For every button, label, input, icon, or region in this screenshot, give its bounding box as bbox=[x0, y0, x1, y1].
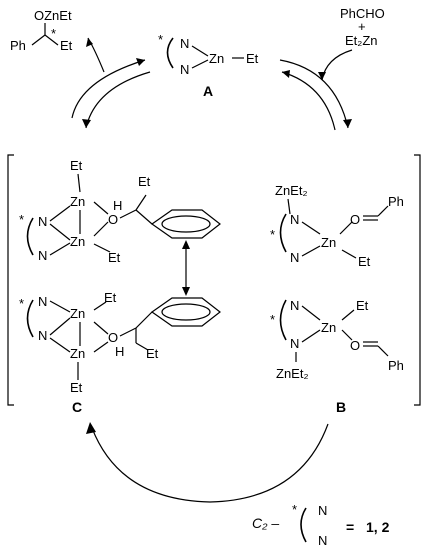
b-lower-star: * bbox=[270, 312, 275, 327]
complex-b-label: B bbox=[336, 399, 346, 415]
c-lower-phenyl-ring bbox=[150, 297, 221, 327]
reagent-diethylzinc: Et₂Zn bbox=[345, 33, 378, 48]
b-lower-n-bottom: N bbox=[290, 336, 299, 351]
cycle-arrow-bottom bbox=[86, 422, 329, 503]
c-upper-et-chain: Et bbox=[138, 174, 151, 189]
complex-a-n-top: N bbox=[180, 36, 189, 51]
complex-c-label: C bbox=[72, 399, 82, 415]
complex-c-upper: Et Zn Zn * N N O Et H Et bbox=[19, 158, 153, 265]
b-lower-n-top: N bbox=[290, 298, 299, 313]
c-lower-et-top: Et bbox=[104, 290, 117, 305]
c-upper-o: O bbox=[108, 212, 118, 227]
product-ph-label: Ph bbox=[10, 38, 26, 53]
reagents: PhCHO + Et₂Zn bbox=[340, 6, 385, 48]
c-lower-n-top: N bbox=[38, 294, 47, 309]
reagent-aldehyde: PhCHO bbox=[340, 6, 385, 21]
b-upper-zn-et2: ZnEt₂ bbox=[275, 183, 308, 198]
reagent-plus: + bbox=[358, 19, 366, 34]
c-lower-zn1: Zn bbox=[70, 306, 85, 321]
b-lower-zn: Zn bbox=[321, 320, 336, 335]
b-upper-ph: Ph bbox=[388, 194, 404, 209]
c-lower-n-bottom: N bbox=[38, 328, 47, 343]
c-lower-et-bottom: Et bbox=[70, 380, 83, 395]
c-lower-zn2: Zn bbox=[70, 346, 85, 361]
c-lower-o: O bbox=[108, 330, 118, 345]
complex-a: * N N Zn Et A bbox=[158, 32, 259, 99]
b-upper-et: Et bbox=[358, 254, 371, 269]
product-et-label: Et bbox=[60, 38, 73, 53]
c-upper-zn1: Zn bbox=[70, 194, 85, 209]
ligand-star: * bbox=[292, 502, 297, 517]
ligand-n-bottom: N bbox=[318, 533, 327, 548]
c-upper-et-bottom: Et bbox=[108, 250, 121, 265]
b-lower-et: Et bbox=[356, 298, 369, 313]
complex-b-lower: * N N Zn Et O Ph ZnEt₂ B bbox=[270, 298, 404, 415]
b-upper-star: * bbox=[270, 227, 275, 242]
product-ozn-et-label: OZnEt bbox=[34, 8, 72, 23]
pi-stacking-arrow bbox=[182, 240, 190, 296]
c-lower-star: * bbox=[19, 296, 24, 311]
product-alkoxide: OZnEt Ph Et * bbox=[10, 8, 73, 53]
complex-a-label: A bbox=[203, 83, 213, 99]
complex-a-zn: Zn bbox=[209, 51, 224, 66]
ligand-equals: = bbox=[346, 519, 354, 535]
ligand-legend: C₂ – * N N = 1, 2 bbox=[252, 502, 390, 548]
c-upper-n-top: N bbox=[38, 214, 47, 229]
b-upper-n-top: N bbox=[290, 212, 299, 227]
c-lower-h: H bbox=[115, 344, 124, 359]
complex-a-et: Et bbox=[246, 51, 259, 66]
ligand-numbers: 1, 2 bbox=[366, 519, 390, 535]
c-upper-h: H bbox=[113, 198, 122, 213]
complex-b-upper: ZnEt₂ * N N Zn O Ph Et bbox=[270, 183, 404, 269]
complex-c-lower: * N N Zn Zn Et O Et H Et C bbox=[19, 290, 159, 415]
product-star: * bbox=[51, 26, 56, 41]
complex-a-star: * bbox=[158, 32, 163, 47]
complex-a-n-bottom: N bbox=[180, 62, 189, 77]
brackets bbox=[7, 154, 421, 406]
b-upper-zn: Zn bbox=[321, 235, 336, 250]
cycle-arrows-top bbox=[71, 37, 353, 131]
c-upper-zn2: Zn bbox=[70, 234, 85, 249]
b-upper-n-bottom: N bbox=[290, 250, 299, 265]
c-upper-et-top: Et bbox=[70, 158, 83, 173]
b-lower-zn-et2: ZnEt₂ bbox=[276, 366, 309, 381]
c-upper-n-bottom: N bbox=[38, 248, 47, 263]
b-lower-o: O bbox=[350, 338, 360, 353]
ligand-formula-prefix: C₂ – bbox=[252, 515, 279, 531]
b-upper-o: O bbox=[350, 212, 360, 227]
ligand-n-top: N bbox=[318, 503, 327, 518]
c-upper-star: * bbox=[19, 212, 24, 227]
c-upper-phenyl-ring bbox=[150, 209, 221, 239]
c-lower-et-chain: Et bbox=[146, 346, 159, 361]
b-lower-ph: Ph bbox=[388, 358, 404, 373]
